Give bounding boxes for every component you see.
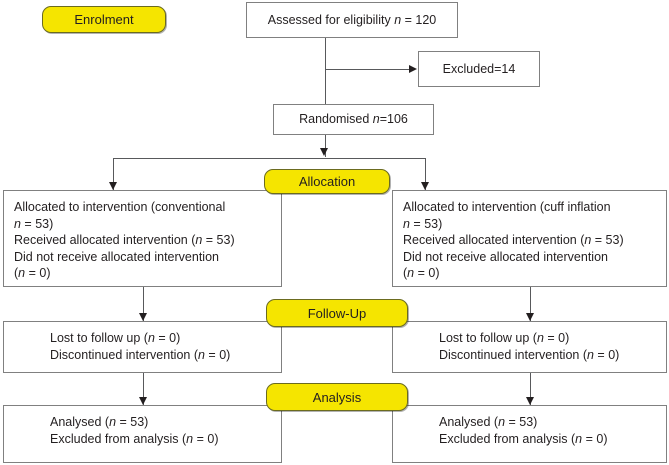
allocation-right-line-4: (n = 0) bbox=[403, 266, 440, 280]
allocation-left-line-4: (n = 0) bbox=[14, 266, 51, 280]
allocation-right-line-0: Allocated to intervention (cuff inflatio… bbox=[403, 200, 611, 214]
arrowhead-analysis-right bbox=[526, 397, 534, 405]
box-allocation-left: Allocated to intervention (conventional … bbox=[3, 190, 282, 287]
allocation-right-line-2: Received allocated intervention (n = 53) bbox=[403, 233, 624, 247]
followup-right-line-1: Discontinued intervention (n = 0) bbox=[439, 347, 620, 362]
allocation-left-line-0: Allocated to intervention (conventional bbox=[14, 200, 226, 214]
arrowhead-allocation-left bbox=[109, 182, 117, 190]
stage-label-analysis: Analysis bbox=[312, 389, 362, 405]
box-allocation-right: Allocated to intervention (cuff inflatio… bbox=[392, 190, 667, 287]
allocation-left-line-1: n = 53) bbox=[14, 216, 54, 231]
arrowhead-followup-right bbox=[526, 313, 534, 321]
box-excluded: Excluded=14 bbox=[418, 51, 540, 87]
followup-right-line-0: Lost to follow up (n = 0) bbox=[439, 331, 570, 345]
box-followup-left: Lost to follow up (n = 0) Discontinued i… bbox=[3, 321, 282, 373]
box-followup-right: Lost to follow up (n = 0) Discontinued i… bbox=[392, 321, 667, 373]
excluded-text: Excluded=14 bbox=[442, 61, 516, 76]
assessed-text: Assessed for eligibility n = 120 bbox=[268, 12, 437, 29]
connector-to-excluded bbox=[325, 69, 410, 70]
assessed-suffix: = 120 bbox=[401, 12, 437, 27]
arrowhead-followup-left bbox=[139, 313, 147, 321]
connector-followup-left-to-analysis bbox=[143, 373, 144, 405]
arrowhead-randomised-down bbox=[320, 148, 328, 156]
connector-bus-right-drop bbox=[425, 158, 426, 190]
allocation-right-line-3: Did not receive allocated intervention bbox=[403, 249, 608, 264]
connector-followup-right-to-analysis bbox=[530, 373, 531, 405]
followup-left-line-1: Discontinued intervention (n = 0) bbox=[50, 347, 231, 362]
analysis-left-line-0: Analysed (n = 53) bbox=[50, 415, 149, 429]
connector-bus-left-drop bbox=[113, 158, 114, 190]
analysis-right-line-0: Analysed (n = 53) bbox=[439, 415, 538, 429]
stage-label-followup: Follow-Up bbox=[307, 305, 367, 321]
connector-randomised-down bbox=[325, 135, 326, 157]
box-assessed-for-eligibility: Assessed for eligibility n = 120 bbox=[246, 2, 458, 38]
analysis-left-line-1: Excluded from analysis (n = 0) bbox=[50, 431, 219, 446]
box-analysis-right: Analysed (n = 53) Excluded from analysis… bbox=[392, 405, 667, 463]
stage-pill-enrolment: Enrolment bbox=[42, 6, 166, 33]
allocation-left-line-2: Received allocated intervention (n = 53) bbox=[14, 233, 235, 247]
arrowhead-allocation-right bbox=[421, 182, 429, 190]
stage-pill-analysis: Analysis bbox=[266, 383, 408, 411]
box-analysis-left: Analysed (n = 53) Excluded from analysis… bbox=[3, 405, 282, 463]
allocation-left-line-3: Did not receive allocated intervention bbox=[14, 249, 219, 264]
connector-alloc-right-to-followup bbox=[530, 287, 531, 321]
arrowhead-to-excluded bbox=[409, 65, 417, 73]
followup-left-line-0: Lost to follow up (n = 0) bbox=[50, 331, 181, 345]
stage-label-enrolment: Enrolment bbox=[74, 12, 134, 27]
analysis-right-line-1: Excluded from analysis (n = 0) bbox=[439, 431, 608, 446]
allocation-right-line-1: n = 53) bbox=[403, 216, 443, 231]
randomised-text: Randomised n=106 bbox=[299, 112, 408, 127]
stage-pill-followup: Follow-Up bbox=[266, 299, 408, 327]
box-randomised: Randomised n=106 bbox=[273, 104, 434, 135]
arrowhead-analysis-left bbox=[139, 397, 147, 405]
connector-alloc-left-to-followup bbox=[143, 287, 144, 321]
connector-allocation-bus bbox=[113, 158, 425, 159]
connector-assessed-to-randomised bbox=[325, 38, 326, 104]
stage-pill-allocation: Allocation bbox=[264, 169, 390, 194]
assessed-symbol: n bbox=[394, 12, 402, 27]
assessed-prefix: Assessed for eligibility bbox=[267, 12, 395, 27]
stage-label-allocation: Allocation bbox=[298, 174, 356, 189]
